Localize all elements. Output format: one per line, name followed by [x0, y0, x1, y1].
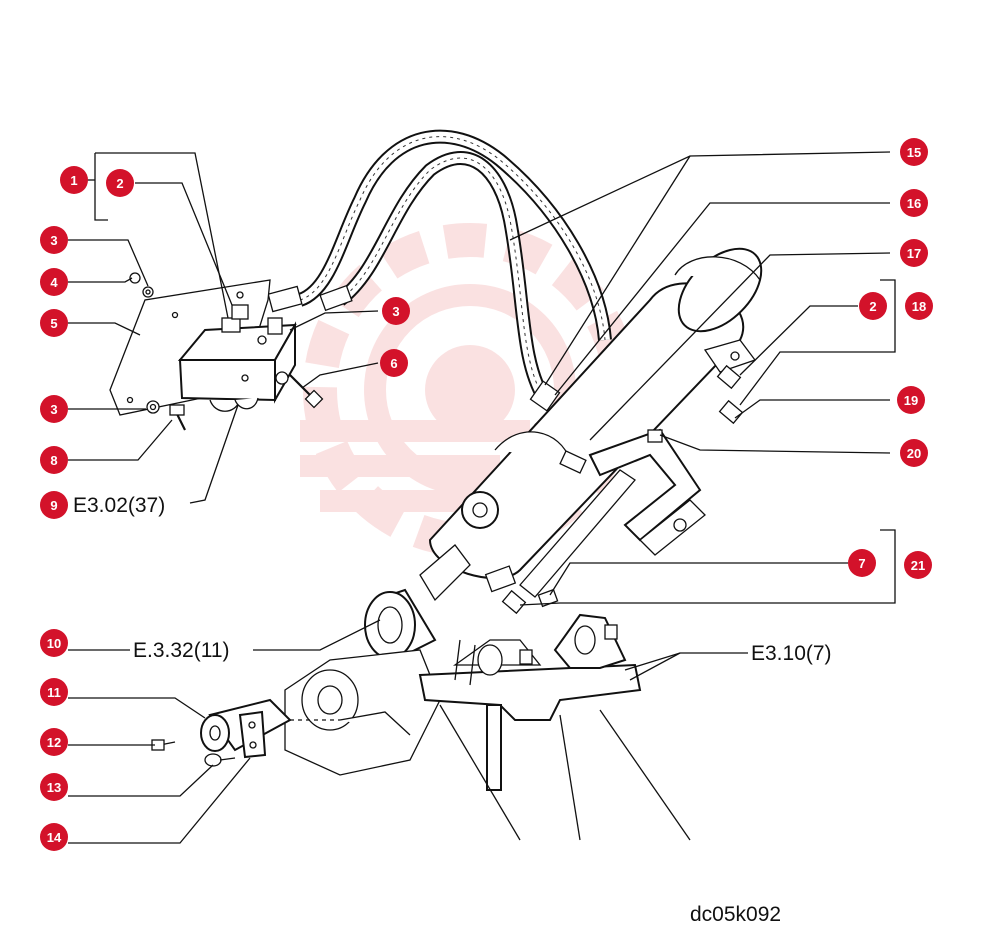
callout-9-number: 9: [50, 498, 57, 513]
callout-5-number: 5: [50, 316, 57, 331]
pivot-pin-assembly: [151, 698, 340, 767]
valve-block: [177, 321, 297, 412]
callout-20[interactable]: 20: [900, 439, 928, 467]
callout-2b-number: 2: [869, 299, 876, 314]
callout-11-number: 11: [47, 685, 61, 700]
callout-7-number: 7: [858, 556, 865, 571]
leader-lines: [68, 151, 896, 844]
callout-6-number: 6: [390, 356, 397, 371]
callout-10[interactable]: 10: [40, 629, 68, 657]
callout-4-number: 4: [50, 275, 58, 290]
callout-10-number: 10: [47, 636, 61, 651]
callout-3a[interactable]: 3: [40, 226, 68, 254]
callout-19[interactable]: 19: [897, 386, 925, 414]
callout-8[interactable]: 8: [40, 446, 68, 474]
callout-1-number: 1: [70, 173, 77, 188]
callout-18[interactable]: 18: [905, 292, 933, 320]
callout-1[interactable]: 1: [60, 166, 88, 194]
callout-4[interactable]: 4: [40, 268, 68, 296]
callout-3b-number: 3: [50, 402, 57, 417]
callout-13-number: 13: [47, 780, 61, 795]
reference-label-block: E3.10(7): [751, 642, 832, 665]
base-frame: [284, 613, 691, 841]
callout-13[interactable]: 13: [40, 773, 68, 801]
callout-14-number: 14: [47, 830, 62, 845]
rod-end-bracket: [484, 428, 706, 615]
callout-14[interactable]: 14: [40, 823, 68, 851]
callout-17[interactable]: 17: [900, 239, 928, 267]
callout-21-number: 21: [911, 558, 925, 573]
callout-17-number: 17: [907, 246, 921, 261]
hydraulic-hoses: [267, 129, 612, 477]
reference-label-10: E.3.32(11): [133, 639, 230, 662]
valve-fittings: [129, 272, 289, 414]
callout-2a[interactable]: 2: [106, 169, 134, 197]
callout-5[interactable]: 5: [40, 309, 68, 337]
drawing-code: dc05k092: [690, 903, 781, 926]
hydraulic-cylinder: [419, 247, 763, 602]
callout-12[interactable]: 12: [40, 728, 68, 756]
callout-7[interactable]: 7: [848, 549, 876, 577]
callout-21[interactable]: 21: [904, 551, 932, 579]
callout-20-number: 20: [907, 446, 921, 461]
callout-12-number: 12: [47, 735, 61, 750]
callout-6[interactable]: 6: [380, 349, 408, 377]
callout-3b[interactable]: 3: [40, 395, 68, 423]
callout-16[interactable]: 16: [900, 189, 928, 217]
callout-16-number: 16: [907, 196, 921, 211]
callout-3c[interactable]: 3: [382, 297, 410, 325]
callout-19-number: 19: [904, 393, 918, 408]
callout-3a-number: 3: [50, 233, 57, 248]
callout-3c-number: 3: [392, 304, 399, 319]
callout-11[interactable]: 11: [40, 678, 68, 706]
callout-2b[interactable]: 2: [859, 292, 887, 320]
callout-8-number: 8: [50, 453, 57, 468]
callout-18-number: 18: [912, 299, 926, 314]
callout-2a-number: 2: [116, 176, 123, 191]
callout-15[interactable]: 15: [900, 138, 928, 166]
callout-15-number: 15: [907, 145, 921, 160]
callout-9[interactable]: 9: [40, 491, 68, 519]
pivot-bushing: [364, 588, 437, 659]
reference-label-9: E3.02(37): [73, 494, 165, 517]
